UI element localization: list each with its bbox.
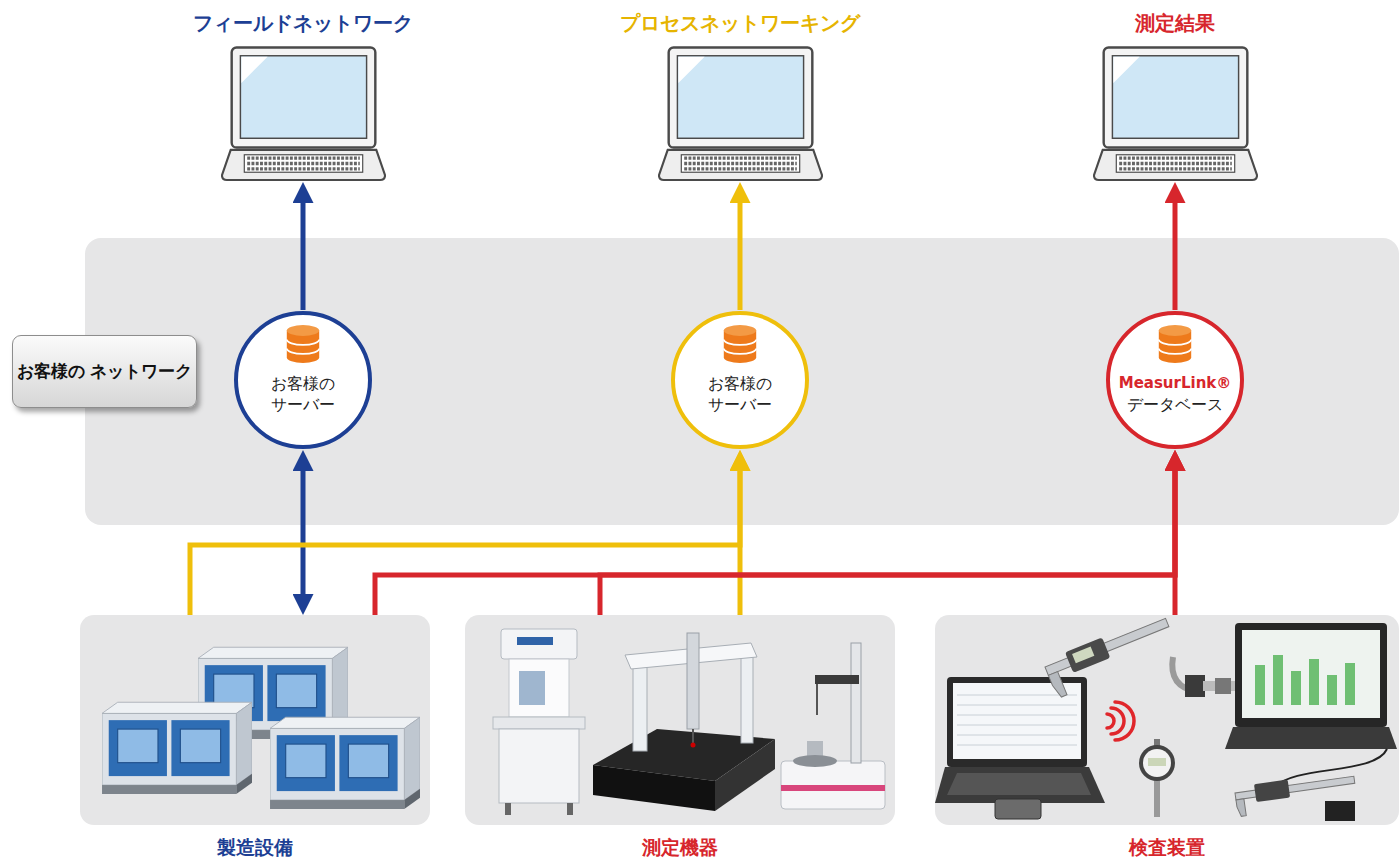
connector-group <box>190 192 1175 615</box>
network-connector <box>1173 192 1178 310</box>
laptop-figure <box>658 48 821 180</box>
database-icon <box>724 325 756 363</box>
server-circle: お客様の サーバー <box>670 310 810 450</box>
equipment-figure <box>935 613 1397 821</box>
equipment-picture <box>465 615 895 825</box>
database-icon <box>1159 325 1191 363</box>
equipment-figure <box>102 647 420 809</box>
server-label: お客様の サーバー <box>680 373 800 415</box>
equipment-picture <box>80 615 430 825</box>
laptop-terminal: フィールドネットワーク <box>163 10 443 182</box>
network-heading: プロセスネットワーキング <box>620 10 860 36</box>
panel-heading: 製造設備 <box>217 836 293 859</box>
heading-row: フィールドネットワーク <box>163 10 443 36</box>
network-connector <box>1173 460 1178 615</box>
network-connector <box>738 460 743 615</box>
circle-text: MeasurLink®データベース <box>1115 373 1235 415</box>
circle-text: お客様の サーバー <box>680 373 800 415</box>
laptop-picture <box>658 46 823 182</box>
circle-text: お客様の サーバー <box>243 373 363 415</box>
server-label: お客様の サーバー <box>243 373 363 415</box>
laptop-picture <box>1093 46 1258 182</box>
network-label-box: お客様の ネットワーク <box>12 335 197 408</box>
network-connector <box>600 460 1175 615</box>
network-heading: 測定結果 <box>1135 10 1215 36</box>
laptop-terminal: プロセスネットワーキング <box>600 10 880 182</box>
laptop-figure <box>221 48 384 180</box>
panel-heading: 検査装置 <box>1129 836 1205 859</box>
panel-heading-row: 測定機器 <box>465 836 895 859</box>
laptop-picture <box>221 46 386 182</box>
network-connector <box>301 460 306 605</box>
network-connector <box>375 460 1175 615</box>
heading-row: 測定結果 <box>1035 10 1315 36</box>
equipment-panel: 検査装置 <box>935 615 1399 825</box>
equipment-panel: 測定機器 <box>465 615 895 825</box>
equipment-panel: 製造設備 <box>80 615 430 825</box>
equipment-figure <box>493 629 885 815</box>
network-heading: フィールドネットワーク <box>193 10 413 36</box>
network-connector <box>190 460 740 615</box>
network-band: お客様の ネットワークお客様の サーバーお客様の サーバーMeasurLink®… <box>85 238 1399 525</box>
laptop-figure <box>1093 48 1256 180</box>
server-circle: MeasurLink®データベース <box>1105 310 1245 450</box>
network-connector <box>301 192 306 310</box>
server-label: データベース <box>1115 394 1235 415</box>
heading-row: プロセスネットワーキング <box>600 10 880 36</box>
network-connector <box>738 192 743 310</box>
laptop-terminal: 測定結果 <box>1035 10 1315 182</box>
panel-heading-row: 製造設備 <box>80 836 430 859</box>
panel-heading-row: 検査装置 <box>935 836 1399 859</box>
panel-heading: 測定機器 <box>642 836 718 859</box>
server-ring <box>1108 313 1242 447</box>
server-label: MeasurLink® <box>1115 373 1235 394</box>
server-ring <box>236 313 370 447</box>
server-circle: お客様の サーバー <box>233 310 373 450</box>
server-ring <box>673 313 807 447</box>
network-label: お客様の ネットワーク <box>17 360 193 382</box>
equipment-picture <box>935 615 1399 825</box>
database-icon <box>287 325 319 363</box>
